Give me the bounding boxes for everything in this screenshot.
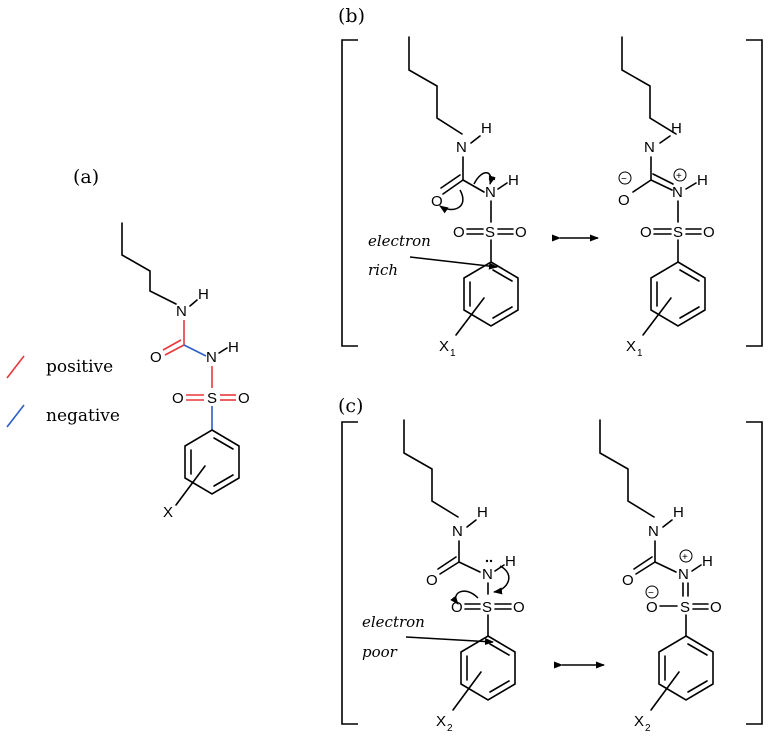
atom-n: N bbox=[176, 303, 187, 320]
molecule-c-right: N H O N + H S O − O X 2 bbox=[599, 419, 722, 734]
svg-text:−: − bbox=[648, 588, 654, 599]
atom-n: N bbox=[452, 523, 463, 540]
atom-n: N bbox=[206, 349, 217, 366]
substituent-x2: X bbox=[634, 713, 644, 730]
molecule-c-left: N H O N H S O O X 2 bbox=[403, 419, 525, 734]
atom-n: N bbox=[678, 566, 689, 583]
atom-s: S bbox=[680, 599, 690, 616]
atom-o: O bbox=[172, 390, 184, 407]
substituent-x1: X bbox=[626, 338, 636, 355]
annotation-arrow-b bbox=[409, 256, 498, 270]
atom-o: O bbox=[703, 224, 715, 241]
svg-text:2: 2 bbox=[645, 723, 651, 734]
curved-arrow bbox=[493, 565, 510, 595]
atom-n: N bbox=[672, 184, 683, 201]
legend-positive-label: positive bbox=[46, 357, 113, 377]
molecule-b-left: N H O N H S O O X 1 bbox=[408, 36, 527, 359]
annotation-arrow-c bbox=[405, 636, 494, 646]
atom-o: O bbox=[150, 349, 162, 366]
legend-negative-swatch bbox=[6, 404, 25, 428]
butyl-chain bbox=[121, 222, 177, 305]
atom-h: H bbox=[697, 172, 708, 189]
atom-o: O bbox=[431, 193, 443, 210]
atom-h: H bbox=[508, 172, 519, 189]
annotation-electron-poor: electron bbox=[362, 613, 425, 631]
atom-h: H bbox=[198, 286, 209, 303]
molecule-b-right: N H O − N + H S O O X 1 bbox=[618, 36, 715, 359]
panel-label-b: (b) bbox=[338, 5, 365, 27]
substituent-x1: X bbox=[439, 338, 449, 355]
svg-text:2: 2 bbox=[447, 723, 453, 734]
substituent-x2: X bbox=[436, 713, 446, 730]
atom-s: S bbox=[485, 224, 495, 241]
panel-label-c: (c) bbox=[338, 395, 363, 417]
benzene-ring bbox=[184, 429, 240, 495]
atom-n: N bbox=[648, 523, 659, 540]
svg-text:poor: poor bbox=[362, 643, 398, 661]
atom-n: N bbox=[644, 139, 655, 156]
bond-c-n-negative bbox=[183, 344, 207, 357]
bracket-left-b bbox=[341, 39, 358, 347]
curved-arrow bbox=[450, 590, 479, 605]
atom-o: O bbox=[618, 192, 630, 209]
atom-o: O bbox=[426, 572, 438, 589]
legend-negative-label: negative bbox=[46, 406, 120, 426]
svg-text:−: − bbox=[621, 174, 627, 185]
atom-o: O bbox=[646, 599, 658, 616]
molecule-a: N H O N H S O O X bbox=[121, 222, 250, 521]
atom-o: O bbox=[453, 224, 465, 241]
atom-o: O bbox=[515, 224, 527, 241]
atom-o: O bbox=[238, 390, 250, 407]
atom-o: O bbox=[710, 599, 722, 616]
atom-h: H bbox=[673, 504, 684, 521]
atom-s: S bbox=[673, 224, 683, 241]
svg-text:1: 1 bbox=[450, 348, 456, 359]
atom-o: O bbox=[513, 599, 525, 616]
bracket-right-b bbox=[746, 39, 763, 347]
atom-o: O bbox=[622, 572, 634, 589]
atom-n: N bbox=[485, 184, 496, 201]
bracket-left-c bbox=[341, 421, 358, 725]
atom-n: N bbox=[482, 566, 493, 583]
atom-n: N bbox=[456, 139, 467, 156]
atom-s: S bbox=[207, 390, 217, 407]
svg-text:1: 1 bbox=[637, 348, 643, 359]
atom-s: S bbox=[482, 599, 492, 616]
atom-o: O bbox=[451, 599, 463, 616]
svg-text:+: + bbox=[682, 552, 688, 563]
svg-text:rich: rich bbox=[368, 261, 398, 279]
atom-h: H bbox=[477, 504, 488, 521]
curved-arrow bbox=[439, 189, 464, 214]
atom-o: O bbox=[640, 224, 652, 241]
bracket-right-c bbox=[746, 421, 763, 725]
annotation-electron-rich: electron bbox=[368, 232, 431, 250]
atom-h: H bbox=[505, 553, 516, 570]
atom-h: H bbox=[481, 120, 492, 137]
panel-label-a: (a) bbox=[73, 166, 99, 188]
legend-positive-swatch bbox=[6, 355, 25, 379]
substituent-x: X bbox=[163, 504, 173, 521]
curved-arrow bbox=[473, 172, 496, 185]
atom-h: H bbox=[671, 120, 682, 137]
atom-h: H bbox=[228, 339, 239, 356]
atom-h: H bbox=[702, 553, 713, 570]
svg-text:+: + bbox=[676, 171, 682, 182]
